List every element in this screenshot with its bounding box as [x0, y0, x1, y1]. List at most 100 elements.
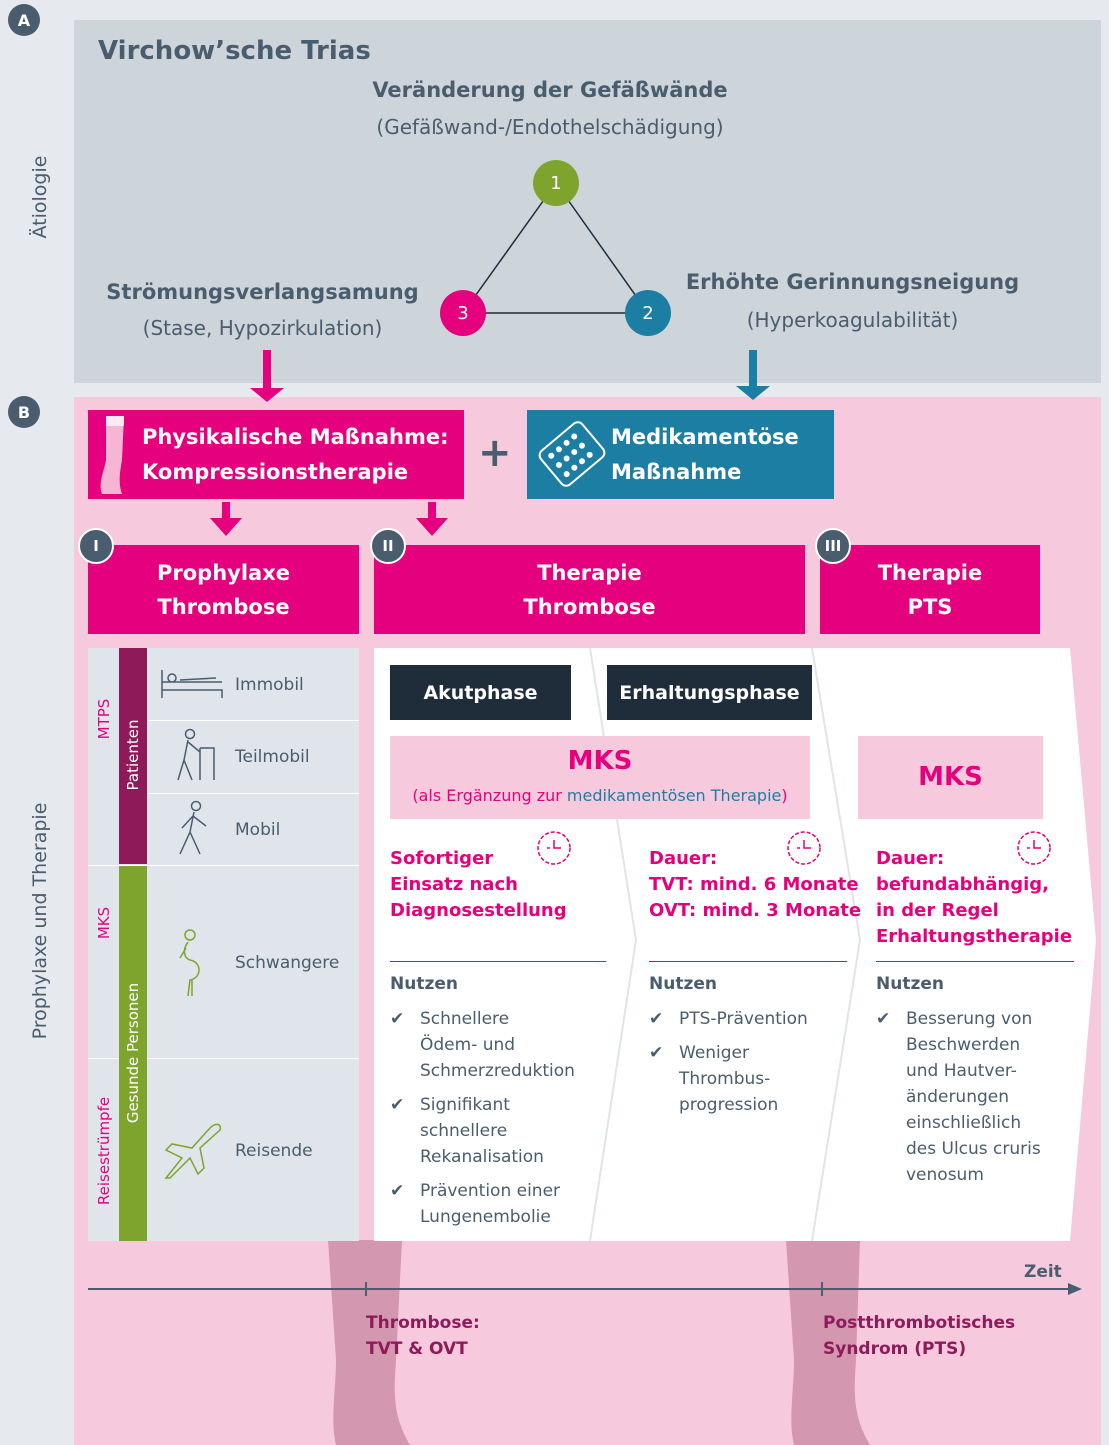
stage2-duration-line: Dauer: [649, 848, 718, 869]
benefit-line: änderungen [906, 1087, 1010, 1107]
stage3-duration-line: Erhaltungstherapie [876, 926, 1073, 947]
trias-left-title: Strömungsverlangsamung [106, 280, 419, 304]
list-item: ✔ PTS-Prävention [649, 1006, 849, 1032]
stage3-duration-line: befundabhängig, [876, 874, 1050, 895]
airplane-icon [164, 1123, 222, 1179]
trias-node-2: 2 [625, 290, 671, 336]
walking-person-icon [179, 800, 207, 855]
stage3-nutzen: Nutzen [876, 974, 944, 994]
stage3-duration-line: in der Regel [876, 900, 999, 921]
row-label-mobil: Mobil [235, 820, 281, 840]
stage1-nutzen: Nutzen [390, 974, 458, 994]
row-label-immobil: Immobil [235, 675, 304, 695]
stage2-separator [649, 961, 847, 962]
medical-measure-line1: Medikamentöse [611, 425, 799, 449]
trias-triangle [461, 181, 650, 314]
trias-node-3: 3 [440, 290, 486, 336]
stage1-duration-line: Sofortiger [390, 848, 494, 869]
stage2-duration-line: OVT: mind. 3 Monate [649, 900, 862, 921]
benefit-line: progression [679, 1095, 779, 1115]
aetiology-panel [74, 20, 1101, 383]
gesunde-bar [119, 866, 147, 1241]
timeline-axis-label: Zeit [1024, 1262, 1062, 1282]
stage1-duration: Sofortiger Einsatz nach Diagnosestellung [390, 846, 567, 924]
flow-arrows [210, 350, 770, 536]
stage2-duration: Dauer: TVT: mind. 6 Monate OVT: mind. 3 … [649, 846, 861, 924]
column-header-therapie-pts-line2: PTS [907, 595, 953, 619]
checkmark-icon: ✔ [390, 1181, 405, 1201]
column-header-therapie-thrombose: Therapie Thrombose [374, 545, 805, 634]
benefit-line: Schmerzreduktion [420, 1061, 575, 1081]
physical-measure-line1: Physikalische Maßnahme: [142, 425, 449, 449]
column-header-therapie-pts-line1: Therapie [877, 561, 983, 585]
trias-left-sub: (Stase, Hypozirkulation) [142, 316, 383, 340]
column-header-prophylaxe: Prophylaxe Thrombose [88, 545, 359, 634]
mks-main-title: MKS [567, 746, 633, 776]
row-label-schwangere: Schwangere [235, 953, 340, 973]
benefit-line: schnellere [420, 1121, 508, 1141]
physical-measure-box: Physikalische Maßnahme: Kompressionsther… [88, 410, 464, 499]
list-item: ✔ Weniger Thrombus- progression [649, 1040, 849, 1118]
list-item: ✔ Besserung von Beschwerden und Hautver-… [876, 1006, 1076, 1188]
patienten-bar [119, 648, 147, 864]
pill-blister-icon [538, 421, 606, 487]
pregnant-person-icon [179, 929, 200, 997]
stage1-duration-line: Einsatz nach [390, 874, 518, 895]
timeline-event-pts: Postthrombotisches Syndrom (PTS) [823, 1310, 1015, 1362]
trias-top-sub: (Gefäßwand-/Endothelschädigung) [376, 115, 724, 139]
stage3-duration: Dauer: befundabhängig, in der Regel Erha… [876, 846, 1072, 950]
timeline-event-line: Postthrombotisches [823, 1313, 1016, 1333]
trias-right-sub: (Hyperkoagulabilität) [746, 308, 959, 332]
column-header-prophylaxe-line2: Thrombose [157, 595, 290, 619]
legs-illustration [328, 1240, 870, 1445]
trias-top-title: Veränderung der Gefäßwände [372, 78, 728, 102]
column-header-prophylaxe-line1: Prophylaxe [156, 561, 290, 585]
trias-node-1: 1 [533, 160, 579, 206]
mks-sub-pre: (als Ergänzung zur [412, 786, 567, 805]
row-divider [148, 720, 359, 721]
checkmark-icon: ✔ [649, 1043, 664, 1063]
row-divider [148, 793, 359, 794]
benefit-line: einschließlich [906, 1113, 1022, 1133]
row-label-reisende: Reisende [235, 1141, 313, 1161]
clock-icon [537, 831, 571, 865]
benefit-line: Ödem- und [420, 1035, 516, 1055]
row-divider [88, 1058, 359, 1059]
mks-sub-link: medikamentösen Therapie [566, 786, 782, 805]
walker-icon [177, 728, 215, 781]
mks-sub-post: ) [781, 786, 788, 805]
timeline-event-thrombose: Thrombose: TVT & OVT [366, 1310, 480, 1362]
benefit-line: venosum [906, 1165, 984, 1185]
list-item: ✔ Prävention einer Lungenembolie [390, 1178, 620, 1230]
row-divider [88, 865, 359, 866]
benefit-line: Schnellere [420, 1009, 510, 1029]
mks-main-box: MKS (als Ergänzung zur medikamentösen Th… [390, 736, 810, 819]
roman-badge-ii: II [370, 528, 406, 564]
row-label-teilmobil: Teilmobil [235, 747, 310, 767]
column-header-therapie-thrombose-line2: Thrombose [523, 595, 656, 619]
phase-akut: Akutphase [390, 665, 571, 720]
mks-pts-box: MKS [858, 736, 1043, 819]
list-item: ✔ Signifikant schnellere Rekanalisation [390, 1092, 620, 1170]
stage3-duration-line: Dauer: [876, 848, 945, 869]
column-header-therapie-pts: Therapie PTS [820, 545, 1040, 634]
stage2-benefits: ✔ PTS-Prävention ✔ Weniger Thrombus- pro… [649, 1006, 849, 1126]
benefit-line: Beschwerden [906, 1035, 1021, 1055]
medical-measure-line2: Maßnahme [611, 460, 742, 484]
mks-pts-title: MKS [918, 762, 983, 792]
virchow-title: Virchow’sche Trias [98, 36, 371, 66]
checkmark-icon: ✔ [649, 1009, 664, 1029]
physical-measure-line2: Kompressionstherapie [142, 460, 409, 484]
stage3-separator [876, 961, 1074, 962]
benefit-line: Weniger [679, 1043, 750, 1063]
stage1-separator [390, 961, 606, 962]
benefit-line: Rekanalisation [420, 1147, 544, 1167]
roman-badge-i: I [78, 528, 114, 564]
mks-main-subtitle: (als Ergänzung zur medikamentösen Therap… [390, 786, 810, 805]
column-header-therapie-thrombose-line1: Therapie [537, 561, 642, 585]
checkmark-icon: ✔ [876, 1009, 891, 1029]
roman-badge-iii: III [815, 528, 851, 564]
timeline-axis [88, 1282, 1082, 1296]
checkmark-icon: ✔ [390, 1009, 405, 1029]
benefit-line: Prävention einer [420, 1181, 561, 1201]
